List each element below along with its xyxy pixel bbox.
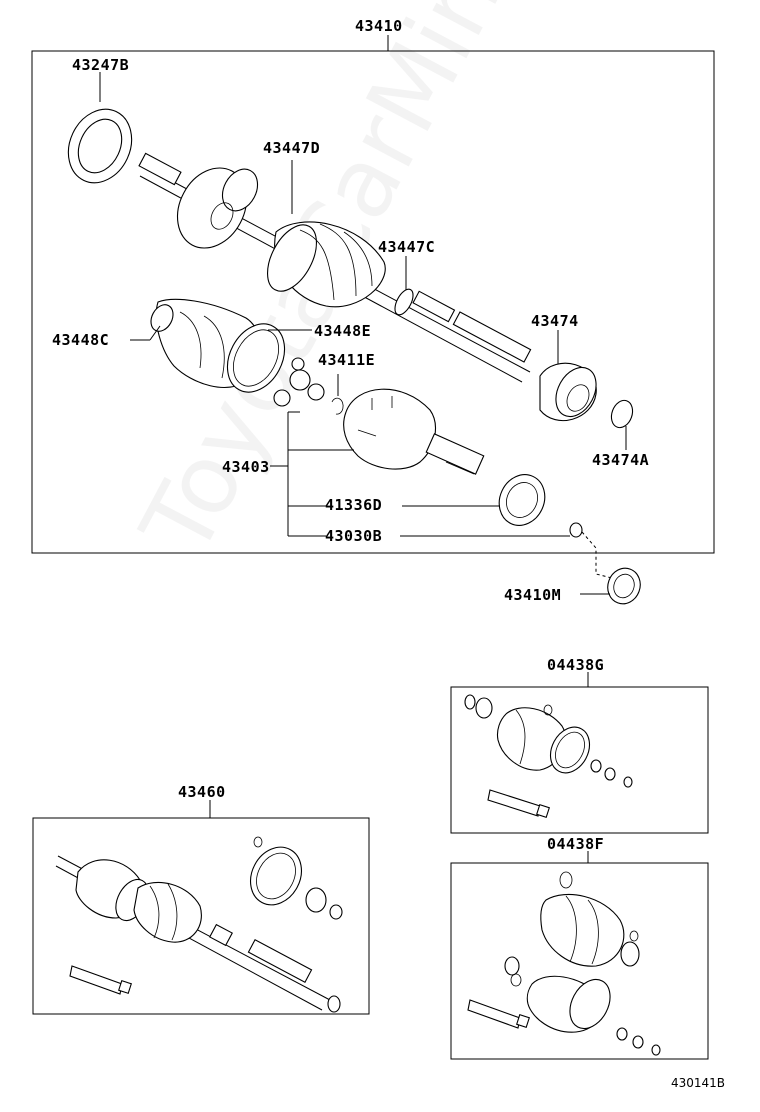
label-43403: 43403 xyxy=(222,458,270,476)
label-43247b: 43247B xyxy=(72,56,130,74)
kit-04438f-frame xyxy=(450,862,709,1060)
snap-ring xyxy=(331,397,344,415)
kit-04438g-parts xyxy=(464,694,633,818)
label-43474a: 43474A xyxy=(592,451,650,469)
kit-04438f-parts xyxy=(467,871,661,1056)
kit-04438g-frame xyxy=(450,686,709,834)
label-41336d: 41336D xyxy=(325,496,383,514)
rh-shaft-parts xyxy=(55,836,343,1013)
dust-seal xyxy=(498,474,546,526)
hole-plug xyxy=(569,522,583,538)
label-04438g: 04438G xyxy=(547,656,605,674)
label-43410: 43410 xyxy=(355,17,403,35)
main-driveshaft xyxy=(138,152,532,383)
label-43411e: 43411E xyxy=(318,351,376,369)
rh-shaft-frame xyxy=(32,817,370,1015)
mounting-kit-part xyxy=(607,567,641,605)
label-43474: 43474 xyxy=(531,312,579,330)
inner-clamp-ring xyxy=(226,323,286,393)
label-43030b: 43030B xyxy=(325,527,383,545)
main-assembly-frame xyxy=(31,50,715,554)
damper xyxy=(539,362,597,422)
label-43460: 43460 xyxy=(178,783,226,801)
label-43448e: 43448E xyxy=(314,322,372,340)
damper-clamp xyxy=(610,399,634,429)
label-43448c: 43448C xyxy=(52,331,110,349)
label-43447d: 43447D xyxy=(263,139,321,157)
bearing-ring xyxy=(67,108,133,184)
figure-code: 430141B xyxy=(671,1076,726,1090)
label-43410m: 43410M xyxy=(504,586,562,604)
tripod-joint xyxy=(273,357,325,407)
label-04438f: 04438F xyxy=(547,835,605,853)
label-43447c: 43447C xyxy=(378,238,436,256)
inner-joint-housing xyxy=(343,388,485,475)
